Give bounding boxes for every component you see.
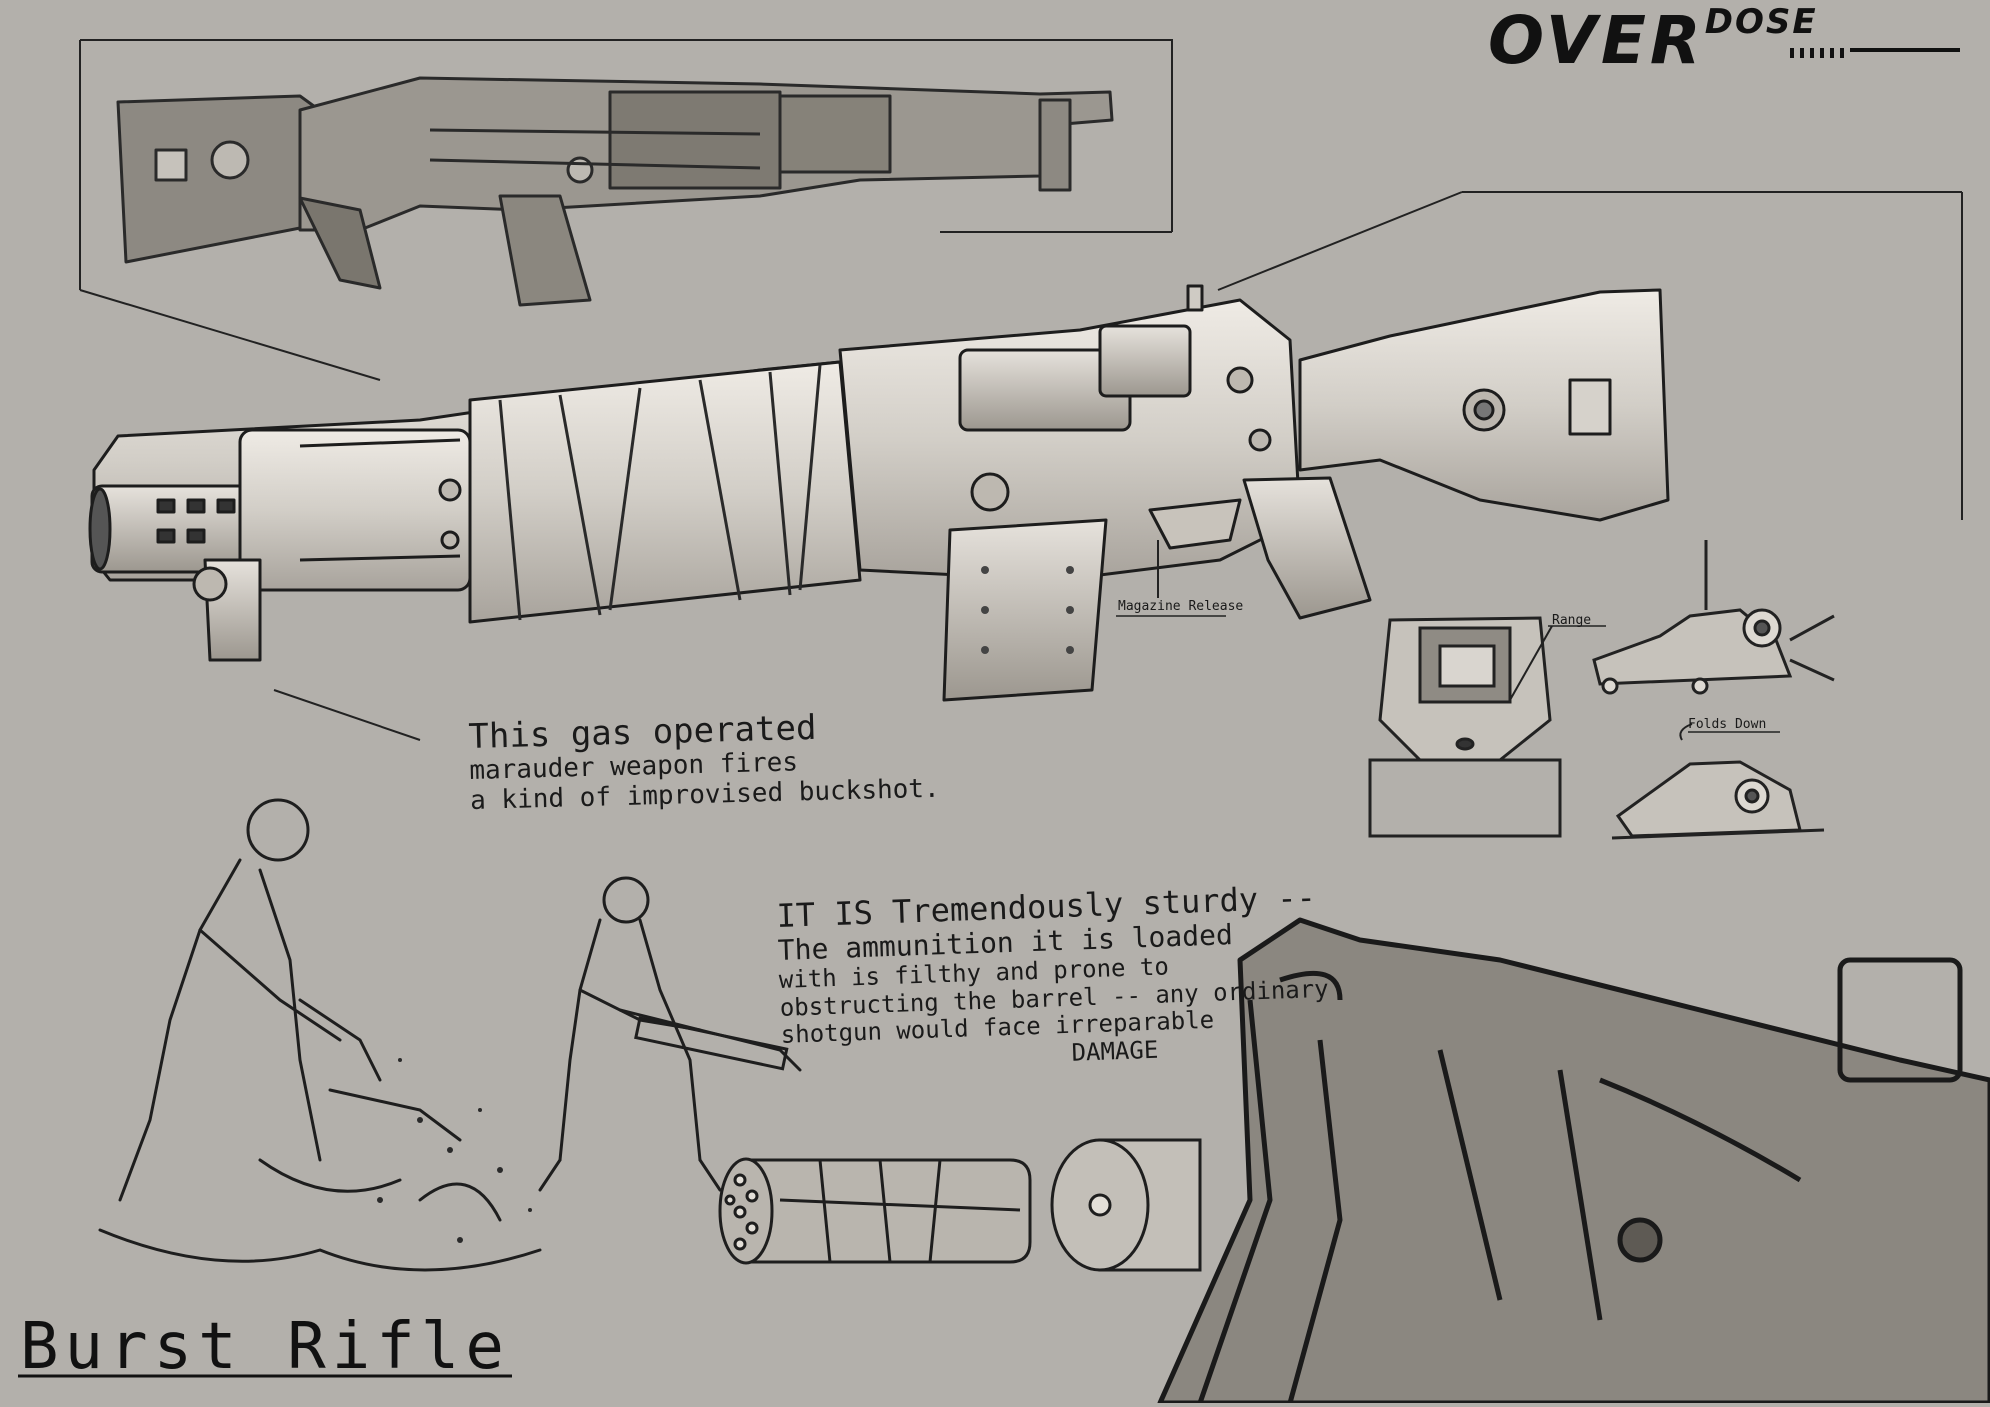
logo-main: OVER [1488,2,1705,79]
gas-operated-note: This gas operated marauder weapon fires … [468,706,940,817]
overdose-logo: OVERDOSE [1488,2,1818,79]
first-person-view-sketch [1157,917,1990,1406]
sight-upright-sketch [1592,540,1835,695]
range-label: Range [1552,613,1592,628]
logo-dash-marks [1790,48,1960,58]
rear-sight-detail-sketch [1368,616,1562,838]
marauder-standing-sketch [538,876,802,1192]
debris-dots [377,1058,532,1243]
logo-sub: DOSE [1704,2,1818,42]
folds-down-label: Folds Down [1688,717,1767,732]
ammo-canister-end [1050,1138,1202,1272]
thumbnail-rifle-sketch [116,76,1114,307]
sight-folded-sketch [1611,723,1825,840]
magazine-release-label: Magazine Release [1118,599,1244,614]
marauder-firing-sketch [98,798,542,1272]
main-rifle-illustration [88,284,1670,702]
callout-lines [273,191,1963,741]
sturdy-note: IT IS Tremendously sturdy -- The ammunit… [776,878,1331,1077]
weapon-title: Burst Rifle [20,1310,510,1384]
ammo-canister-side [718,1157,1032,1265]
thumbnail-frame [79,39,1173,381]
